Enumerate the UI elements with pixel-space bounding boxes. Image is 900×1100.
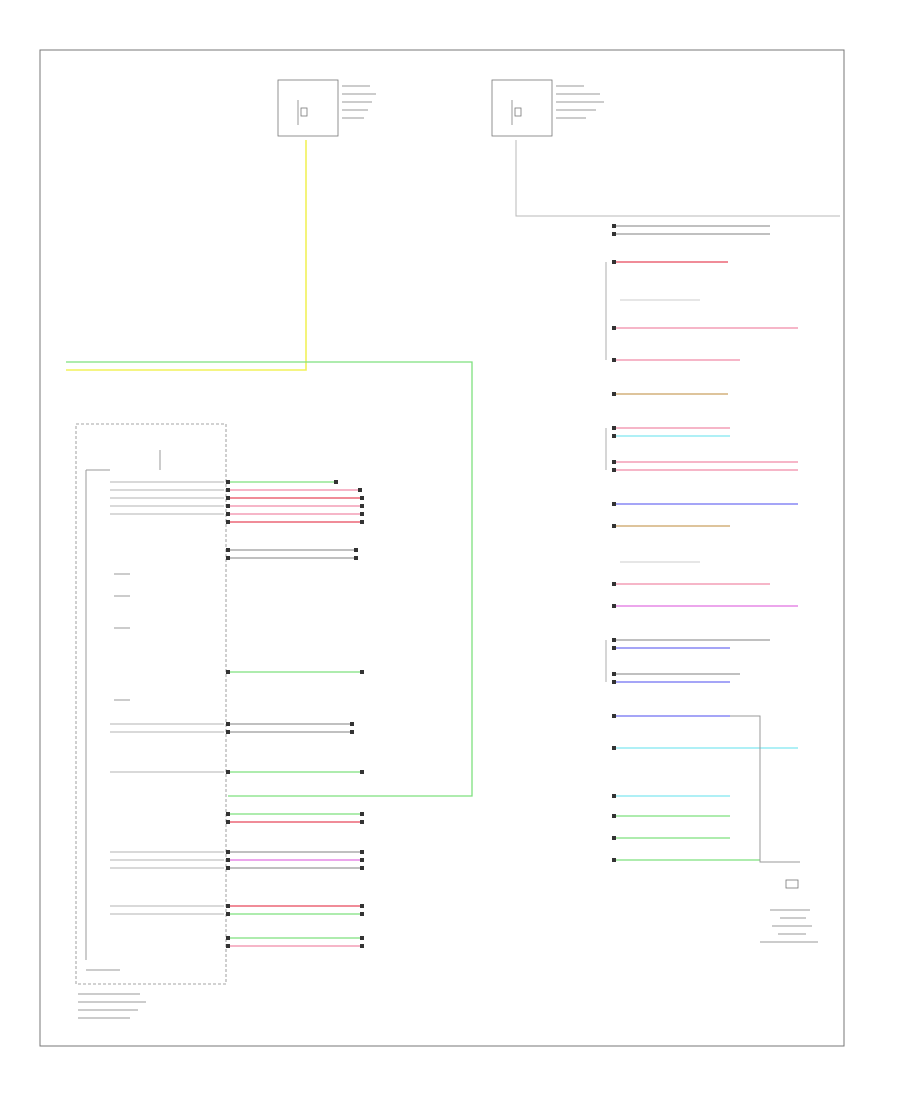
left-end-pin [360, 858, 364, 862]
left-end-pin [360, 866, 364, 870]
left-end-pin [360, 812, 364, 816]
fuse-box-left [277, 79, 376, 137]
left-pin [226, 730, 230, 734]
left-pin [226, 858, 230, 862]
left-end-pin [350, 730, 354, 734]
right-pin [612, 392, 616, 396]
right-pin [612, 646, 616, 650]
left-end-pin [360, 944, 364, 948]
module-caption-lines [78, 993, 146, 1019]
left-pin [226, 912, 230, 916]
ground-marker [785, 879, 799, 889]
right-pin [612, 460, 616, 464]
right-pin [612, 746, 616, 750]
left-pin [226, 770, 230, 774]
right-pin [612, 232, 616, 236]
left-end-pin [358, 488, 362, 492]
right-wire-group [605, 224, 798, 862]
right-pin [612, 814, 616, 818]
left-end-pin [360, 670, 364, 674]
left-end-pin [360, 520, 364, 524]
left-end-pin [354, 548, 358, 552]
left-wire-group [110, 480, 364, 948]
left-end-pin [360, 820, 364, 824]
right-pin [612, 714, 616, 718]
left-pin [226, 812, 230, 816]
right-fuse-feed [515, 140, 840, 217]
yellow-feed-wire [66, 140, 307, 371]
left-pin [226, 520, 230, 524]
left-pin [226, 556, 230, 560]
main-module [75, 423, 227, 985]
right-pin [612, 836, 616, 840]
right-pin [612, 224, 616, 228]
right-pin [612, 672, 616, 676]
left-pin [226, 480, 230, 484]
green-loop-wire [66, 361, 473, 797]
left-pin [226, 722, 230, 726]
right-pin [612, 434, 616, 438]
left-end-pin [360, 850, 364, 854]
ground-label-lines [760, 909, 818, 943]
diagram-border [39, 49, 845, 1047]
left-pin [226, 820, 230, 824]
right-pin [612, 426, 616, 430]
ground-bus [730, 715, 800, 863]
left-pin [226, 512, 230, 516]
left-pin [226, 488, 230, 492]
left-pin [226, 936, 230, 940]
right-pin [612, 524, 616, 528]
left-end-pin [360, 912, 364, 916]
left-pin [226, 548, 230, 552]
right-pin [612, 260, 616, 264]
right-pin [612, 502, 616, 506]
left-end-pin [354, 556, 358, 560]
right-pin [612, 638, 616, 642]
left-end-pin [360, 936, 364, 940]
left-end-pin [360, 504, 364, 508]
left-pin [226, 904, 230, 908]
fuse-box-right [491, 79, 604, 137]
left-end-pin [334, 480, 338, 484]
left-end-pin [350, 722, 354, 726]
right-pin [612, 358, 616, 362]
left-pin [226, 866, 230, 870]
right-pin [612, 858, 616, 862]
left-pin [226, 944, 230, 948]
left-end-pin [360, 496, 364, 500]
right-pin [612, 582, 616, 586]
right-pin [612, 794, 616, 798]
left-end-pin [360, 512, 364, 516]
left-pin [226, 850, 230, 854]
left-end-pin [360, 770, 364, 774]
left-end-pin [360, 904, 364, 908]
right-pin [612, 680, 616, 684]
right-pin [612, 468, 616, 472]
right-pin [612, 604, 616, 608]
right-pin [612, 326, 616, 330]
left-pin [226, 496, 230, 500]
left-pin [226, 504, 230, 508]
left-pin [226, 670, 230, 674]
